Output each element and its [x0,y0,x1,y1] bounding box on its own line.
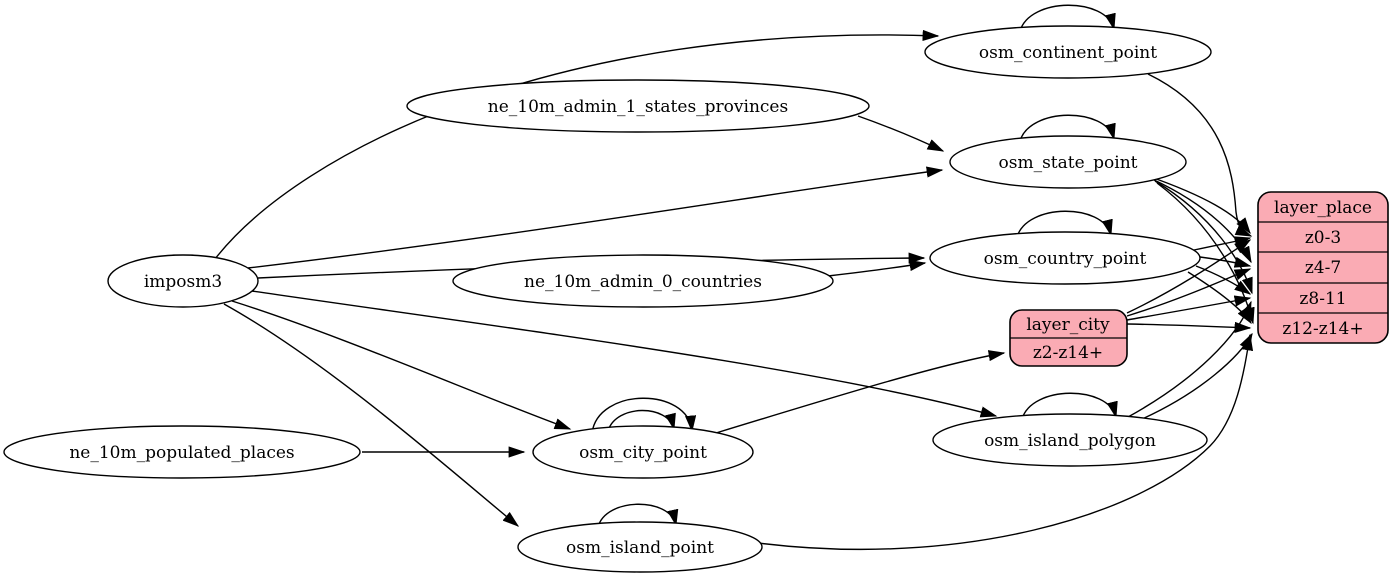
record-layer_place: layer_place z0-3 z4-7 z8-11 z12-z14+ [1257,191,1389,344]
node-ne_10m_admin_0_countries-label: ne_10m_admin_0_countries [524,272,762,292]
edges [214,4,1255,551]
node-ne_10m_admin_0_countries-shape [452,254,834,308]
node-osm_island_point-label: osm_island_point [566,538,714,558]
record-layer_city-row-z2-z14: z2-z14+ [1033,343,1103,363]
edge-ne_10m_admin_0_countries-osm_country_point [827,260,927,277]
edge-self-osm_continent_point [1019,4,1116,32]
record-layer_city: layer_city z2-z14+ [1009,309,1128,367]
node-osm_continent_point-shape [924,25,1212,79]
node-osm_country_point-label: osm_country_point [984,249,1147,269]
node-imposm3-shape [107,254,259,308]
edge-self-osm_island_point [597,503,679,528]
edge-imposm3-osm_state_point [247,166,944,269]
node-osm_island_polygon: osm_island_polygon [932,413,1208,467]
node-osm_continent_point-label: osm_continent_point [979,43,1157,63]
edge-osm_country_point-layer_place-z12-z14 [1187,271,1252,325]
record-layer_place-box [1257,191,1389,344]
edge-imposm3-osm_island_polygon [251,290,998,418]
node-osm_state_point-shape [949,135,1187,189]
edge-osm_city_point-layer_city-z2-z14 [715,350,1006,434]
record-layer_place-row-z8-11: z8-11 [1299,289,1346,309]
record-layer_place-row-z0-3: z0-3 [1305,228,1341,248]
node-osm_city_point-label: osm_city_point [579,443,707,463]
edge-self-osm_country_point [1016,210,1113,238]
edge-osm_state_point-layer_place-z8-11 [1154,180,1253,295]
edge-ne_10m_admin_1_states_provinces-osm_state_point [857,115,945,152]
node-osm_country_point: osm_country_point [929,231,1201,285]
record-layer_place-row-z12-z14: z12-z14+ [1282,319,1363,339]
node-imposm3-label: imposm3 [144,272,222,292]
node-osm_country_point-shape [929,231,1201,285]
node-osm_island_point: osm_island_point [517,521,763,573]
node-osm_continent_point: osm_continent_point [924,25,1212,79]
record-layer_place-title: layer_place [1274,198,1372,218]
edge-imposm3-osm_continent_point [214,29,940,260]
edge-imposm3-osm_city_point [231,300,572,430]
edge-self-osm_island_polygon [1021,392,1118,420]
edge-layer_city-layer_place-z4-7 [1126,268,1252,317]
edge-layer_city-layer_place-z12-z14 [1126,321,1252,333]
record-layer_place-row-z4-7: z4-7 [1305,258,1341,278]
edge-self-osm_state_point [1019,114,1116,142]
node-osm_state_point: osm_state_point [949,135,1187,189]
node-osm_city_point-shape [532,425,754,479]
node-ne_10m_admin_1_states_provinces-shape [406,79,870,133]
edge-osm_country_point-layer_place-z8-11 [1195,265,1252,295]
edge-osm_country_point-layer_place-z4-7 [1199,256,1252,268]
record-layer_city-title: layer_city [1026,315,1110,335]
node-ne_10m_admin_0_countries: ne_10m_admin_0_countries [452,254,834,308]
node-ne_10m_populated_places-shape [3,425,361,479]
edge-osm_island_polygon-layer_place-z8-11 [1127,300,1252,418]
edge-osm_island_polygon-layer_place-z12-z14 [1139,332,1253,421]
edge-osm_state_point-layer_place-z4-7 [1151,178,1252,264]
edge-self-osm_city_point-2 [591,397,697,434]
node-osm_island_point-shape [517,521,763,573]
edge-osm_country_point-layer_place-z0-3 [1193,236,1252,251]
edge-self-osm_city_point-1 [607,409,676,432]
node-ne_10m_populated_places: ne_10m_populated_places [3,425,361,479]
node-osm_state_point-label: osm_state_point [999,153,1138,173]
edge-osm_island_point-layer_place-z12-z14 [757,333,1254,551]
edge-osm_state_point-layer_place-z0-3 [1147,175,1251,235]
node-ne_10m_populated_places-label: ne_10m_populated_places [69,443,294,463]
edge-layer_city-layer_place-z0-3 [1126,239,1252,314]
edge-imposm3-osm_island_point [223,303,520,527]
node-imposm3: imposm3 [107,254,259,308]
node-osm_city_point: osm_city_point [532,425,754,479]
edge-layer_city-layer_place-z8-11 [1126,295,1252,321]
node-ne_10m_admin_1_states_provinces: ne_10m_admin_1_states_provinces [406,79,870,133]
node-osm_island_polygon-shape [932,413,1208,467]
node-ne_10m_admin_1_states_provinces-label: ne_10m_admin_1_states_provinces [488,97,788,117]
node-osm_island_polygon-label: osm_island_polygon [984,431,1156,451]
